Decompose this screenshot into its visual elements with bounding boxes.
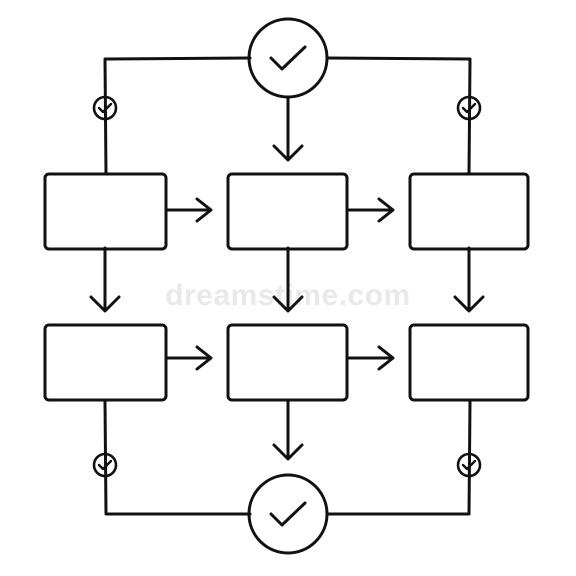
start-circle [247, 17, 329, 99]
connector-start-to-left-column [103, 56, 252, 176]
check-marker-circle [92, 95, 118, 121]
check-marker-top-right [456, 95, 482, 121]
arrowhead-r2c2-to-end [272, 443, 304, 461]
connector-left-column-to-end [103, 400, 252, 516]
check-marker-circle [456, 95, 482, 121]
process-box-row2-col3 [408, 323, 530, 402]
end-circle [247, 473, 329, 555]
process-box-row2-col1 [43, 323, 168, 402]
checkmark-icon [269, 501, 307, 527]
arrowhead-r1c1-to-r1c2 [195, 197, 213, 223]
end-node [247, 473, 329, 555]
arrowheads [89, 144, 485, 461]
checkmark-icon [461, 102, 477, 114]
check-marker-circle [456, 452, 482, 478]
check-marker-bottom-left [92, 452, 118, 478]
arrowhead-r1c2-to-r2c2 [272, 295, 304, 313]
start-node [247, 17, 329, 99]
check-markers [92, 95, 482, 478]
connector-right-column-to-end [325, 400, 472, 516]
arrowhead-start-to-center [272, 144, 304, 162]
process-box-row1-col1 [43, 172, 168, 251]
arrowhead-r2c1-to-r2c2 [195, 345, 213, 371]
arrowhead-r1c2-to-r1c3 [377, 197, 395, 223]
arrowhead-r2c2-to-r2c3 [377, 345, 395, 371]
arrowhead-r1c1-to-r2c1 [89, 295, 121, 313]
arrowhead-r1c3-to-r2c3 [453, 295, 485, 313]
checkmark-icon [97, 459, 113, 471]
connector-start-to-right-column [325, 56, 472, 176]
checkmark-icon [461, 459, 477, 471]
process-box-row1-col3 [408, 172, 530, 251]
checkmark-icon [97, 102, 113, 114]
connector-lines [103, 56, 472, 516]
check-marker-bottom-right [456, 452, 482, 478]
checkmark-icon [269, 45, 307, 71]
check-marker-circle [92, 452, 118, 478]
process-box-row2-col2 [226, 323, 349, 402]
check-marker-top-left [92, 95, 118, 121]
process-boxes [43, 172, 530, 402]
process-box-row1-col2 [226, 172, 349, 251]
